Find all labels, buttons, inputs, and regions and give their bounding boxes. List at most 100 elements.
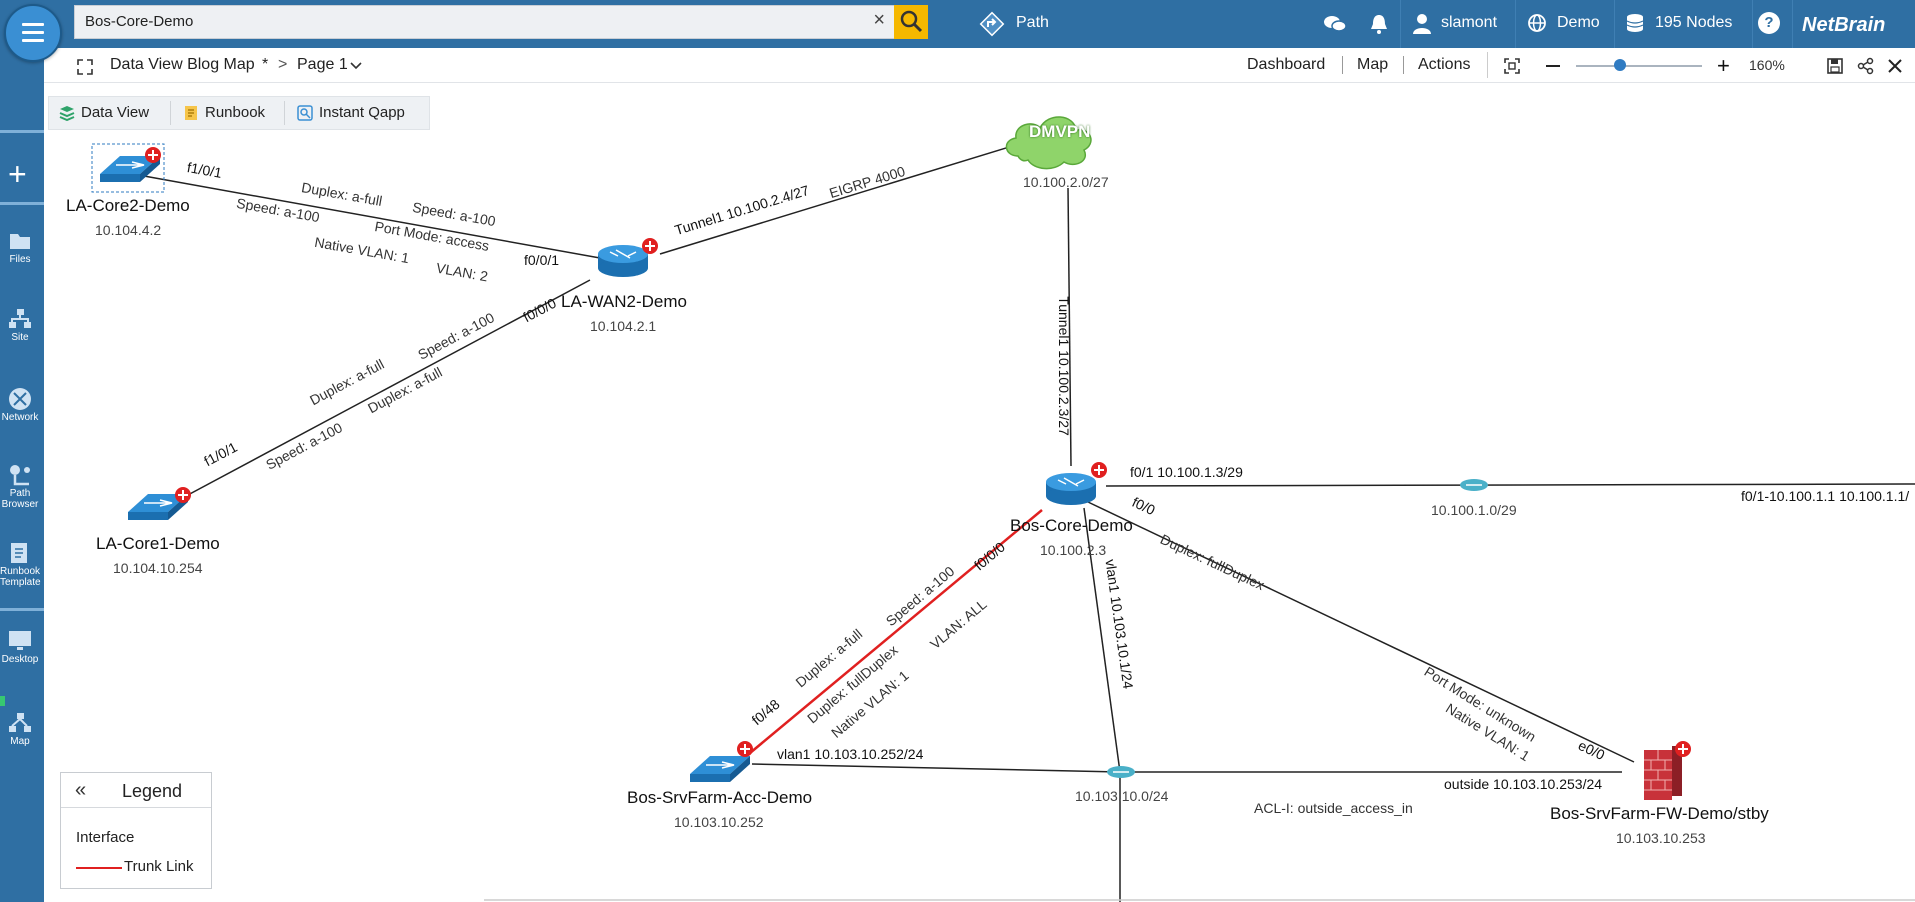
router-icon[interactable] [1046, 462, 1107, 505]
trunk-link-acc-core[interactable] [743, 509, 1043, 759]
page-selector[interactable]: Page 1 [297, 56, 348, 73]
actions-button[interactable]: Actions [1418, 56, 1471, 73]
sidebar-item-label: Runbook Template [0, 566, 41, 588]
link-core-hub2[interactable] [1083, 507, 1121, 773]
hub-icon[interactable] [1460, 479, 1488, 491]
divider [1792, 0, 1793, 48]
link-dmvpn-core[interactable] [1067, 187, 1072, 467]
path-icon [979, 11, 1005, 37]
search-input[interactable]: Bos-Core-Demo [85, 13, 194, 30]
interface-label[interactable]: vlan1 10.103.10.252/24 [777, 746, 924, 762]
menu-icon [22, 23, 44, 26]
device-name[interactable]: Bos-SrvFarm-FW-Demo/stby [1550, 804, 1769, 823]
link-core2-wan2[interactable] [143, 175, 601, 259]
switch-icon[interactable] [128, 487, 191, 520]
sidebar-item-label: Site [11, 332, 29, 343]
tab-label: Runbook [205, 104, 266, 121]
zoom-in-icon[interactable]: + [1717, 53, 1730, 78]
clear-search-icon[interactable]: × [873, 9, 885, 31]
sidebar-item-files[interactable]: Files [0, 228, 40, 265]
divider [1342, 56, 1343, 74]
tab-data-view[interactable]: Data View [53, 97, 191, 129]
dashboard-button[interactable]: Dashboard [1247, 56, 1326, 73]
collapse-legend-icon[interactable]: « [75, 779, 87, 801]
sidebar-item-label: Files [9, 254, 31, 265]
cloud-icon[interactable] [1005, 116, 1092, 170]
link-core-hub1[interactable] [1105, 483, 1915, 487]
divider [1400, 0, 1401, 48]
link-core-fw[interactable] [1087, 501, 1635, 763]
chat-icon[interactable] [1323, 12, 1347, 36]
hub-icon[interactable] [1107, 766, 1135, 778]
device-name[interactable]: LA-Core2-Demo [66, 196, 190, 215]
switch-icon[interactable] [91, 143, 165, 193]
sidebar-item-label: Path Browser [1, 488, 39, 510]
trunk-link-swatch [76, 867, 122, 869]
router-icon[interactable] [598, 238, 658, 277]
close-icon[interactable] [1887, 58, 1903, 74]
node-count[interactable]: 195 Nodes [1655, 14, 1733, 31]
bell-icon[interactable] [1368, 12, 1390, 36]
interface-label[interactable]: outside 10.103.10.253/24 [1444, 776, 1603, 792]
device-ip: 10.104.2.1 [590, 318, 657, 334]
sidebar-item-runbook-template[interactable]: Runbook Template [0, 540, 41, 588]
sidebar-item-path-browser[interactable]: Path Browser [0, 462, 40, 510]
share-icon[interactable] [1857, 57, 1875, 75]
tab-instant-qapp[interactable]: Instant Qapp [291, 97, 449, 129]
hub-ip: 10.103.10.0/24 [1075, 788, 1169, 804]
path-browser-icon [10, 465, 30, 486]
user-icon [1413, 14, 1431, 34]
add-icon[interactable]: + [8, 156, 27, 192]
legend-interface: Interface [76, 829, 135, 846]
switch-icon[interactable] [690, 741, 753, 782]
search-button[interactable] [894, 5, 928, 39]
left-sidebar: + Files Site Network Path Browser Runboo… [0, 48, 44, 902]
divider [1403, 56, 1404, 74]
link-acc-hub2[interactable] [751, 763, 1121, 773]
device-name[interactable]: Bos-SrvFarm-Acc-Demo [627, 788, 813, 807]
fullscreen-icon[interactable] [76, 58, 94, 76]
zoom-out-icon[interactable] [1546, 65, 1560, 67]
sidebar-item-desktop[interactable]: Desktop [0, 628, 40, 665]
link-wan2-dmvpn[interactable] [659, 143, 1020, 255]
search-box[interactable]: Bos-Core-Demo × [74, 5, 896, 39]
device-name[interactable]: Bos-Core-Demo [1010, 516, 1133, 535]
divider [1515, 0, 1516, 48]
divider [170, 101, 171, 125]
link-core1-wan2[interactable] [185, 279, 591, 497]
map-button[interactable]: Map [1357, 56, 1389, 73]
zoom-level: 160% [1749, 57, 1785, 73]
device-name[interactable]: LA-WAN2-Demo [561, 292, 687, 311]
divider [0, 608, 44, 611]
save-icon[interactable] [1826, 57, 1844, 75]
acl-label: ACL-I: outside_access_in [1254, 800, 1413, 816]
sidebar-item-map[interactable]: Map [0, 710, 40, 747]
sidebar-item-network[interactable]: Network [0, 386, 40, 423]
interface-label[interactable]: Tunnel1 10.100.2.3/27 [1055, 296, 1072, 436]
map-tabs: Data View Runbook Instant Qapp [48, 96, 430, 130]
sidebar-item-site[interactable]: Site [0, 306, 40, 343]
map-title[interactable]: Data View Blog Map [110, 56, 255, 73]
interface-label[interactable]: f0/0/1 [524, 252, 560, 268]
zoom-slider[interactable] [1576, 59, 1702, 71]
fit-to-screen-icon[interactable] [1503, 57, 1521, 75]
device-ip: 10.100.2.0/27 [1023, 174, 1109, 190]
device-name[interactable]: LA-Core1-Demo [96, 534, 220, 553]
domain-selector[interactable]: Demo [1557, 14, 1600, 31]
desktop-icon [9, 631, 31, 650]
sidebar-item-label: Map [10, 736, 30, 747]
tab-runbook[interactable]: Runbook [177, 97, 305, 129]
active-indicator [0, 696, 5, 706]
user-name[interactable]: slamont [1441, 14, 1498, 31]
sidebar-item-label: Desktop [1, 654, 39, 665]
topology-map[interactable]: DMVPN LA-Core2-Demo 10.104.4.2 LA-WAN2-D… [44, 82, 1915, 902]
help-icon[interactable]: ? [1758, 12, 1780, 34]
main-menu-button[interactable] [4, 4, 62, 62]
zoom-slider-handle[interactable] [1614, 59, 1627, 71]
chevron-down-icon[interactable] [350, 61, 362, 71]
interface-label[interactable]: f0/1 10.100.1.3/29 [1130, 464, 1243, 480]
firewall-icon[interactable] [1644, 741, 1691, 800]
map-toolbar: Data View Blog Map * > Page 1 Dashboard … [44, 48, 1915, 83]
hub-ip: 10.100.1.0/29 [1431, 502, 1517, 518]
interface-label[interactable]: f0/1-10.100.1.1 10.100.1.1/ [1741, 488, 1910, 504]
